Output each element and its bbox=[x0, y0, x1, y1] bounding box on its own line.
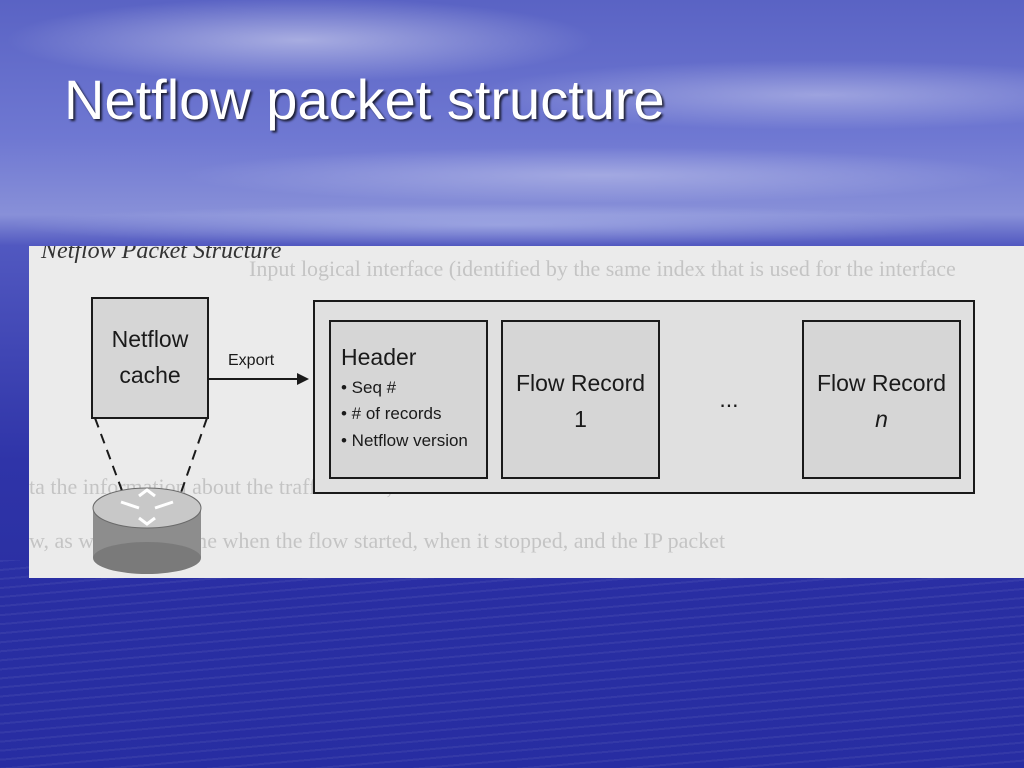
dashed-line-right bbox=[176, 417, 208, 505]
ellipsis-label: ... bbox=[719, 386, 739, 412]
flow-record-n-number: n bbox=[875, 406, 888, 432]
netflow-diagram-figure: Input logical interface (identified by t… bbox=[29, 246, 1024, 578]
router-icon bbox=[92, 487, 202, 574]
export-arrow-head bbox=[297, 373, 309, 385]
diagram-shapes bbox=[91, 297, 975, 574]
header-box bbox=[329, 320, 488, 479]
netflow-cache-box bbox=[91, 297, 209, 419]
ocean-background bbox=[0, 560, 1024, 768]
flow-record-1-box bbox=[501, 320, 660, 479]
figure-caption: Netflow Packet Structure bbox=[41, 246, 282, 264]
export-label: Export bbox=[228, 352, 275, 369]
flow-record-n-title: Flow Record bbox=[816, 370, 947, 396]
background-text-line-1: Input logical interface (identified by t… bbox=[249, 256, 956, 281]
header-bullet-seq: • Seq # bbox=[341, 378, 397, 397]
flow-record-n-box bbox=[802, 320, 961, 479]
header-bullet-version: • Netflow version bbox=[341, 431, 468, 450]
slide-title: Netflow packet structure bbox=[64, 68, 665, 131]
flow-record-1-number: 1 bbox=[574, 406, 587, 432]
dashed-line-left bbox=[94, 417, 128, 505]
cache-label-line1: Netflow bbox=[111, 326, 189, 352]
flow-record-1-title: Flow Record bbox=[515, 370, 646, 396]
header-title: Header bbox=[341, 344, 417, 370]
header-bullet-records: • # of records bbox=[341, 404, 442, 423]
cache-label-line2: cache bbox=[119, 362, 181, 388]
